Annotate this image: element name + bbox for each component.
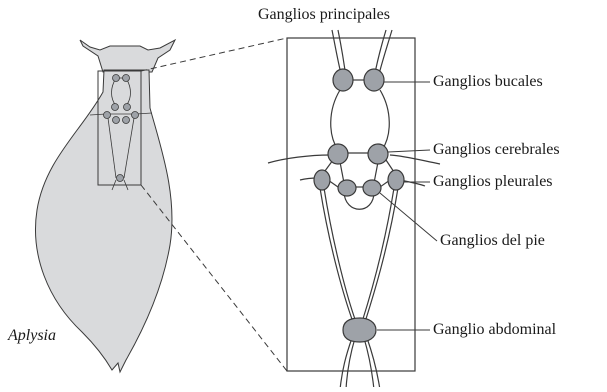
mini-ganglion [113,117,120,124]
buccal-ganglia-label: Ganglios bucales [433,73,543,91]
pleural-ganglion-right [388,170,404,190]
mini-ganglion [117,175,124,182]
abdominal-ganglion-label: Ganglio abdominal [433,321,556,339]
zoom-connector-bottom [141,185,287,371]
aplysia-body [36,40,175,372]
cerebral-ganglion-right [368,144,388,164]
pedal-ganglia-label: Ganglios del pie [440,232,545,250]
pleural-ganglion-left [314,170,330,190]
buccal-ganglion-left [333,69,353,91]
abdominal-ganglion [343,318,376,342]
mini-ganglion [123,75,130,82]
title-label: Ganglios principales [258,6,390,24]
mini-ganglion [123,117,130,124]
mini-ganglion [124,104,131,111]
pedal-ganglion-right [363,180,381,196]
aplysia-head [80,40,175,72]
mini-ganglion [113,75,120,82]
mini-ganglion [132,112,139,119]
cerebral-ganglia-label: Ganglios cerebrales [433,141,560,159]
mini-ganglion [104,112,111,119]
buccal-ganglion-right [364,69,384,91]
cerebral-ganglion-left [328,144,348,164]
mini-ganglion [112,104,119,111]
organism-label: Aplysia [8,327,56,345]
pleural-ganglia-label: Ganglios pleurales [433,173,553,191]
pedal-ganglion-left [338,180,356,196]
